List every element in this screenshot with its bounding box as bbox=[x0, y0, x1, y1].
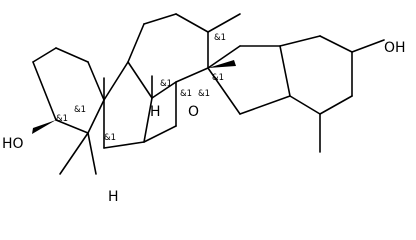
bond bbox=[55, 119, 89, 134]
stereo-label: &1 bbox=[74, 105, 86, 115]
bond bbox=[279, 45, 291, 97]
bond bbox=[127, 23, 145, 63]
bond bbox=[32, 47, 57, 63]
bond bbox=[319, 35, 353, 53]
bond bbox=[127, 61, 153, 99]
hydrogen-upper-label: H bbox=[150, 104, 161, 120]
bond bbox=[87, 61, 105, 101]
bond bbox=[151, 81, 177, 99]
wedge-bond bbox=[208, 60, 236, 68]
bond bbox=[279, 35, 321, 47]
stereo-label: &1 bbox=[160, 79, 172, 89]
bond bbox=[55, 47, 89, 63]
bond bbox=[143, 97, 153, 143]
atom-labels: HO OH O H H bbox=[2, 40, 406, 205]
bond bbox=[351, 39, 385, 53]
wedge-bonds bbox=[32, 60, 236, 134]
bond bbox=[319, 95, 353, 115]
stereo-label: &1 bbox=[56, 114, 68, 124]
bond bbox=[103, 61, 129, 101]
bond bbox=[289, 95, 321, 115]
bond bbox=[59, 132, 89, 175]
wedge-bond bbox=[32, 120, 56, 134]
hydrogen-lower-label: H bbox=[108, 189, 119, 205]
bond bbox=[207, 67, 241, 115]
bond bbox=[87, 99, 105, 134]
bond bbox=[239, 95, 291, 115]
ring-oxygen-label: O bbox=[188, 104, 199, 120]
stereo-label: &1 bbox=[214, 33, 226, 43]
bond bbox=[175, 67, 209, 83]
hydroxyl-left-label: HO bbox=[2, 136, 24, 152]
stereo-label: &1 bbox=[212, 73, 224, 83]
stereo-labels: &1 &1 &1 &1 &1 &1 &1 &1 bbox=[56, 33, 226, 143]
bond bbox=[207, 45, 241, 69]
bond bbox=[207, 13, 241, 33]
hydroxyl-right-label: OH bbox=[384, 40, 406, 56]
stereo-label: &1 bbox=[198, 89, 210, 99]
bond bbox=[103, 141, 145, 149]
skeleton-bonds bbox=[32, 13, 385, 175]
stereo-label: &1 bbox=[180, 89, 192, 99]
bond bbox=[143, 125, 177, 143]
bond bbox=[87, 132, 97, 175]
bond bbox=[175, 13, 209, 33]
bond bbox=[32, 61, 57, 121]
bond bbox=[143, 13, 177, 25]
molecule-structure: HO OH O H H &1 &1 &1 &1 &1 &1 &1 &1 bbox=[2, 13, 406, 205]
stereo-label: &1 bbox=[104, 133, 116, 143]
